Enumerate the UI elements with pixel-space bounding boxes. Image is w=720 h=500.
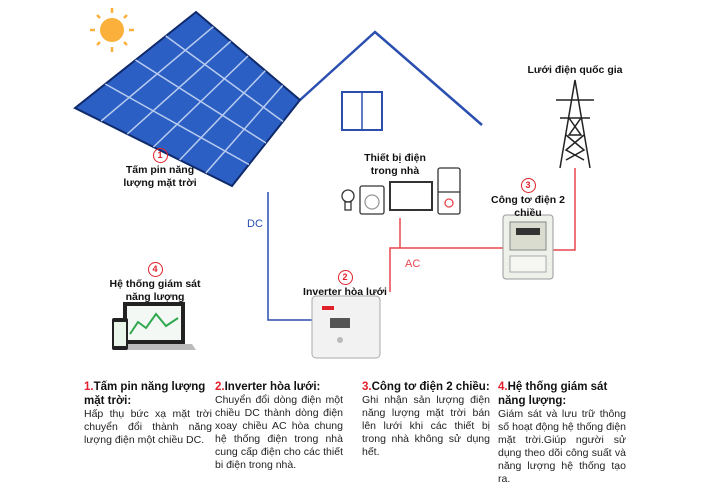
label-text: Thiết bị điện trong nhà [364, 152, 426, 177]
label-text: Công tơ điện 2 chiều [491, 194, 565, 219]
dc-wire [267, 192, 312, 321]
appliances-icons [341, 167, 461, 215]
ac-label: AC [405, 258, 421, 270]
desc-title: Inverter hòa lưới: [224, 381, 321, 393]
panel-grid-line [152, 55, 249, 148]
desc-number: 2. [215, 381, 225, 393]
desc-body: Chuyển đổi dòng điện một chiều DC thành … [215, 394, 343, 471]
description-2: 2.Inverter hòa lưới:Chuyển đổi dòng điện… [215, 380, 343, 472]
dc-label: DC [247, 218, 263, 230]
desc-body: Hấp thụ bức xạ mặt trời chuyển đổi thành… [84, 408, 212, 446]
desc-number: 3. [362, 381, 372, 393]
number-badge: 1 [152, 148, 168, 163]
desc-title: Công tơ điện 2 chiều: [371, 381, 490, 393]
description-3: 3.Công tơ điện 2 chiều:Ghi nhận sản lượn… [362, 380, 490, 459]
ac-wire [389, 168, 576, 292]
transmission-tower-icon [556, 79, 594, 169]
monitoring-devices-icon [112, 302, 196, 350]
label-text: Inverter hòa lưới [303, 286, 387, 298]
panel-grid-line [179, 70, 266, 161]
description-1: 1.Tấm pin năng lượng mặt trời:Hấp thụ bứ… [84, 380, 212, 447]
panel-grid-line [100, 26, 214, 122]
number-badge: 4 [147, 262, 163, 277]
desc-number: 4. [498, 381, 508, 393]
desc-title: Tấm pin năng lượng mặt trời: [84, 381, 206, 407]
panel-grid-line [126, 40, 232, 135]
label-text: Lưới điện quốc gia [527, 64, 623, 76]
desc-title: Hệ thống giám sát năng lượng: [498, 381, 608, 407]
sun-icon [90, 8, 134, 52]
label-grid: Lưới điện quốc gia [520, 64, 630, 77]
solar-panel-array [73, 10, 302, 188]
label-text: Tấm pin năng lượng mặt trời [123, 164, 197, 189]
number-badge: 3 [520, 178, 536, 193]
label-text: Hệ thống giám sát năng lượng [109, 278, 201, 303]
desc-number: 1. [84, 381, 94, 393]
number-badge: 2 [337, 270, 353, 285]
description-4: 4.Hệ thống giám sát năng lượng:Giám sát … [498, 380, 626, 486]
desc-body: Giám sát và lưu trữ thông số hoạt động h… [498, 408, 626, 485]
desc-body: Ghi nhận sản lượng điện năng lượng mặt t… [362, 394, 490, 458]
panel-grid-line [205, 84, 284, 174]
label-devices: Thiết bị điện trong nhà [355, 152, 435, 178]
meter-icon [502, 214, 554, 280]
inverter-icon [311, 295, 381, 359]
house-outline [299, 30, 483, 131]
